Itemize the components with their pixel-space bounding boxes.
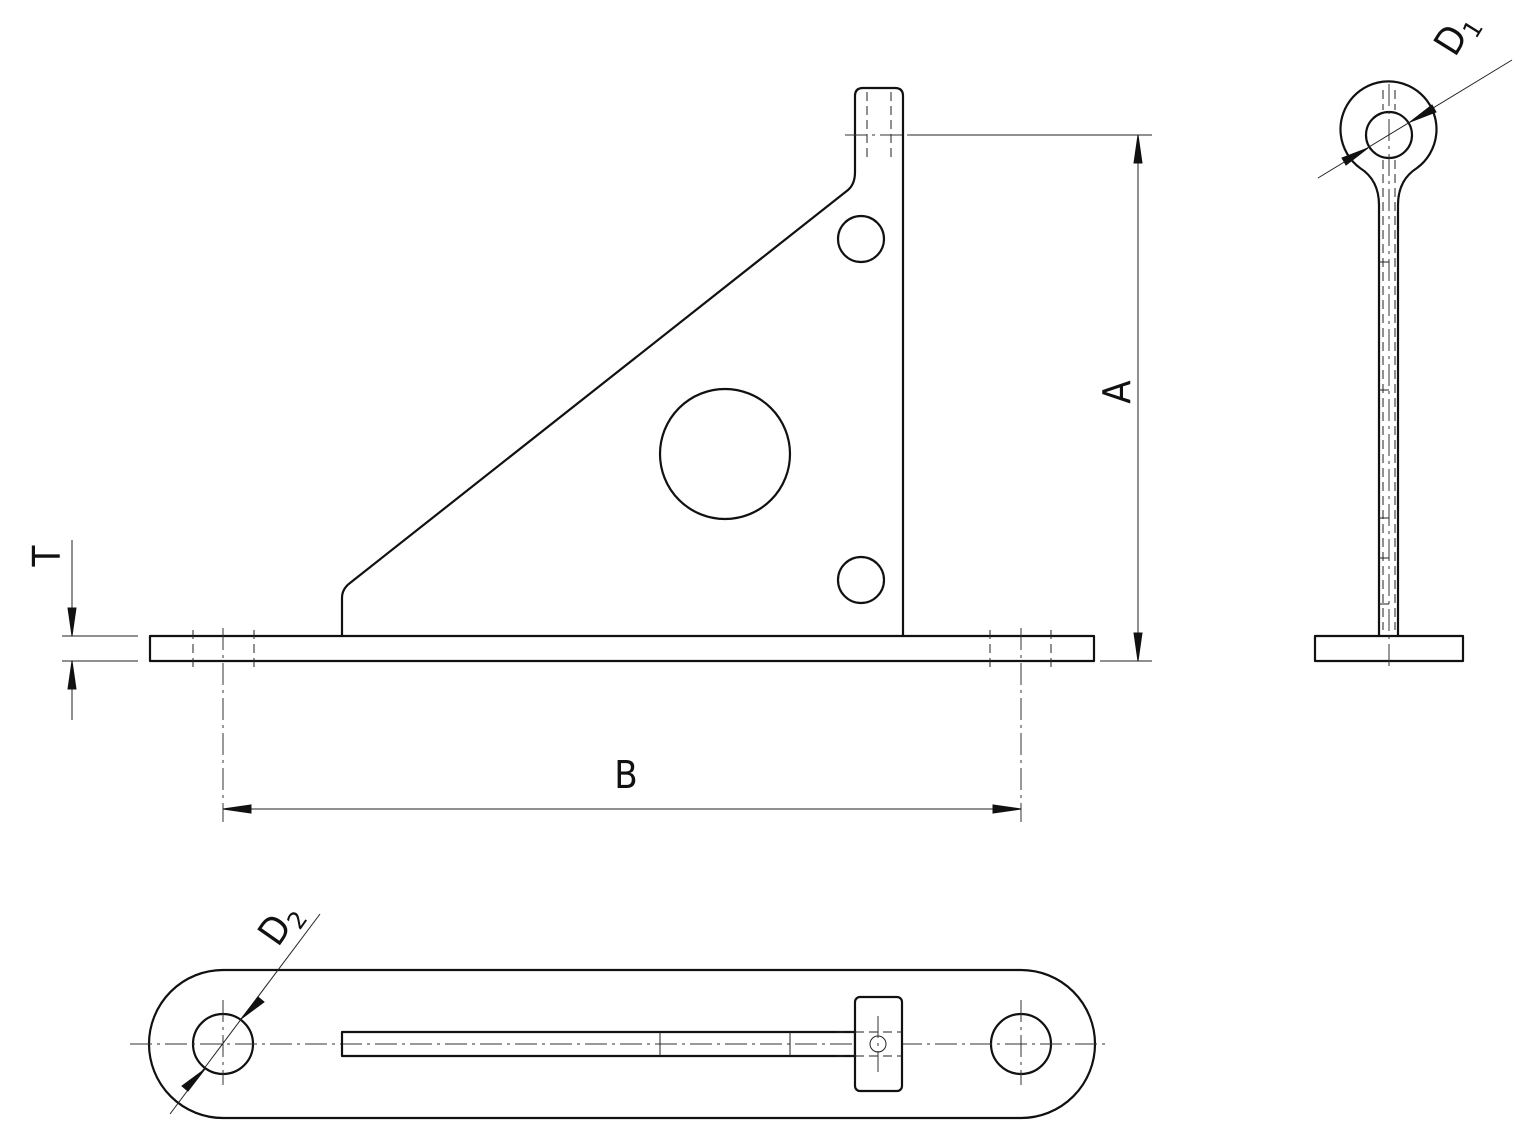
dimension-b: B [222,753,1022,814]
top-view [130,968,1110,1120]
dimension-a-label: A [1095,380,1139,404]
front-view [148,86,1096,822]
gusset-hole-lower [836,555,886,605]
gusset-hole-center [658,387,792,521]
gusset-hole-upper [836,214,886,264]
side-view [1313,80,1465,668]
dimension-b-label: B [614,753,637,797]
gusset-plate [340,86,905,638]
top-base-plate [147,968,1097,1120]
dimension-d2: D2 [169,894,321,1115]
dimension-t: T [25,540,138,720]
side-plate [1339,80,1438,638]
dimension-d2-label: D2 [249,894,313,956]
dimension-t-label: T [25,545,69,567]
base-plate [148,634,1096,663]
dimension-a: A [910,134,1152,662]
dimension-d1-label: D1 [1425,4,1489,65]
